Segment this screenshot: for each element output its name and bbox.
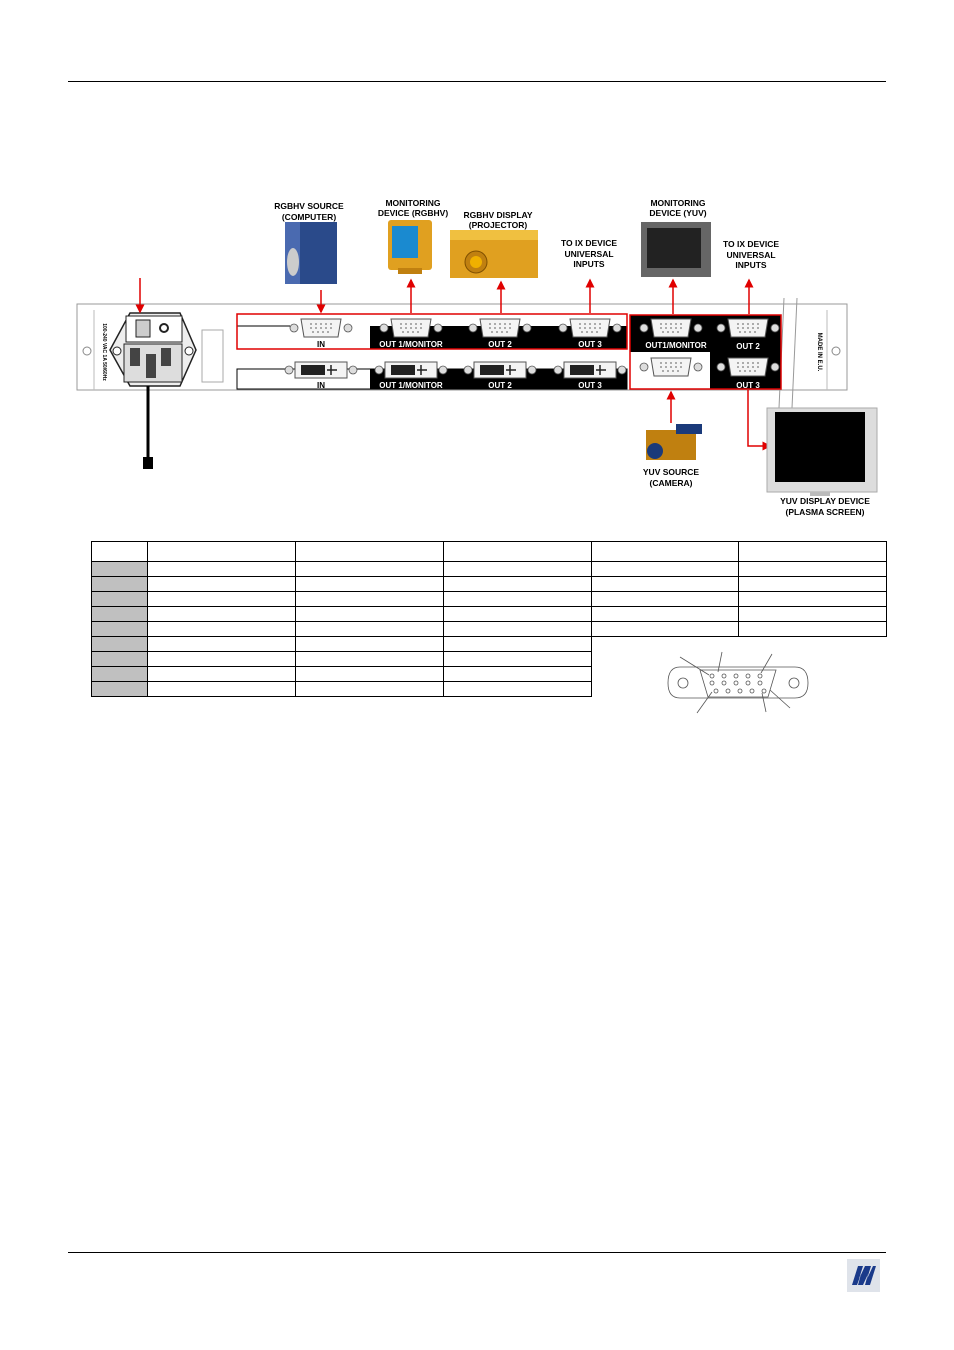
- port-label-vga-out1: OUT 1/MONITOR: [379, 340, 443, 349]
- ground-icon: [82, 346, 92, 356]
- port-label-vga-out3: OUT 3: [578, 340, 602, 349]
- header-rule: [68, 81, 886, 82]
- port-label-dvi-out1: OUT 1/MONITOR: [379, 381, 443, 390]
- label-monitoring-rgbhv: MONITORING DEVICE (RGBHV): [378, 198, 449, 218]
- label-rgbhv-source: RGBHV SOURCE (COMPUTER): [274, 201, 344, 222]
- port-label-dvi-out3: OUT 3: [578, 381, 602, 390]
- footer-rule: [68, 1252, 886, 1253]
- svg-text:(PROJECTOR): (PROJECTOR): [469, 220, 528, 230]
- port-label-vga-in: IN: [317, 340, 325, 349]
- svg-text:TO IX DEVICE: TO IX DEVICE: [723, 239, 779, 249]
- plasma-screen-icon: [766, 407, 878, 496]
- label-yuv-display: YUV DISPLAY DEVICE (PLASMA SCREEN): [780, 496, 870, 517]
- made-in-text: MADE IN E.U.: [816, 333, 822, 372]
- svg-text:(PLASMA SCREEN): (PLASMA SCREEN): [785, 507, 864, 517]
- connection-arrows: [135, 278, 772, 451]
- svg-text:UNIVERSAL: UNIVERSAL: [726, 250, 775, 260]
- port-label-vga-out2: OUT 2: [488, 340, 512, 349]
- yuv-highlight: [629, 314, 782, 390]
- svg-text:TO IX DEVICE: TO IX DEVICE: [561, 238, 617, 248]
- svg-text:INPUTS: INPUTS: [573, 259, 605, 269]
- projector-icon: [450, 230, 538, 278]
- svg-text:DEVICE (RGBHV): DEVICE (RGBHV): [378, 208, 449, 218]
- svg-text:UNIVERSAL: UNIVERSAL: [564, 249, 613, 259]
- svg-text:INPUTS: INPUTS: [735, 260, 767, 270]
- svg-text:YUV DISPLAY DEVICE: YUV DISPLAY DEVICE: [780, 496, 870, 506]
- svg-text:(COMPUTER): (COMPUTER): [282, 212, 336, 222]
- pinout-table: [91, 541, 887, 697]
- crt-monitor-icon: [388, 220, 432, 274]
- svg-text:RGBHV SOURCE: RGBHV SOURCE: [274, 201, 344, 211]
- company-logo: [847, 1259, 880, 1292]
- port-label-yuv-out1: OUT1/MONITOR: [645, 341, 706, 350]
- dvi-port-row: IN OUT 1/MONITOR OUT 2 OUT 3: [236, 361, 628, 390]
- svg-text:MONITORING: MONITORING: [650, 198, 705, 208]
- label-monitoring-yuv: MONITORING DEVICE (YUV): [649, 198, 706, 218]
- vga-port-row: IN OUT 1/MONITOR OUT 2 OUT 3: [236, 313, 628, 350]
- ground-icon: [831, 346, 841, 356]
- rgbhv-highlight: [236, 313, 628, 350]
- svg-text:DEVICE (YUV): DEVICE (YUV): [649, 208, 706, 218]
- label-to-ix-2: TO IX DEVICE UNIVERSAL INPUTS: [723, 239, 779, 270]
- power-inlet-switch: [109, 312, 197, 469]
- label-to-ix-1: TO IX DEVICE UNIVERSAL INPUTS: [561, 238, 617, 269]
- port-label-yuv-out3: OUT 3: [736, 381, 760, 390]
- port-label-dvi-out2: OUT 2: [488, 381, 512, 390]
- svg-text:YUV SOURCE: YUV SOURCE: [643, 467, 700, 477]
- svg-text:(CAMERA): (CAMERA): [650, 478, 693, 488]
- connection-diagram: 100-240 VAC 1A 50/60Hz MADE IN E.U. IN O…: [76, 198, 878, 517]
- label-rgbhv-display: RGBHV DISPLAY (PROJECTOR): [463, 210, 532, 230]
- port-label-dvi-in: IN: [317, 381, 325, 390]
- logo-mark-icon: [852, 1266, 876, 1285]
- computer-icon: [285, 222, 337, 284]
- power-rating-text: 100-240 VAC 1A 50/60Hz: [101, 323, 107, 381]
- camera-icon: [646, 424, 702, 460]
- label-yuv-source: YUV SOURCE (CAMERA): [643, 467, 700, 488]
- port-label-yuv-out2: OUT 2: [736, 342, 760, 351]
- svg-text:MONITORING: MONITORING: [385, 198, 440, 208]
- yuv-port-block: OUT1/MONITOR OUT 2 OUT 3: [629, 314, 782, 390]
- svg-text:RGBHV DISPLAY: RGBHV DISPLAY: [463, 210, 532, 220]
- yuv-monitor-icon: [641, 222, 711, 277]
